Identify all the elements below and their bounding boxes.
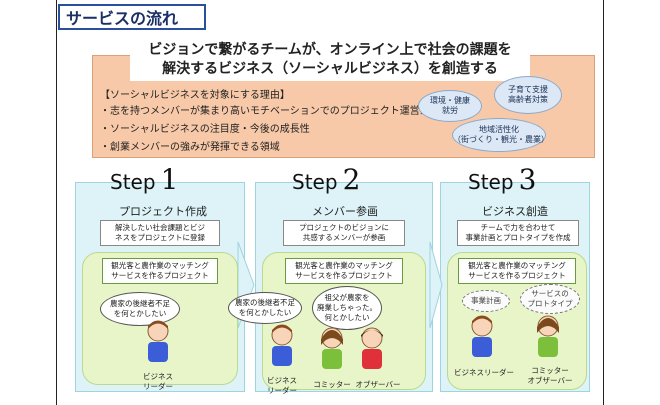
step-number: 3: [518, 163, 537, 196]
role-label: ビジネス リーダー: [143, 372, 173, 391]
reason-item: ・志を持つメンバーが集まり高いモチベーションでのプロジェクト運営が可能: [100, 106, 450, 117]
cloud-environment: 環境・健康 就労: [418, 90, 482, 122]
step-number: 1: [160, 163, 179, 196]
step-1-label: Step 1: [110, 163, 178, 196]
step-1-subtitle: プロジェクト作成: [119, 205, 207, 218]
person-icon: [537, 315, 559, 357]
role-label: コミッター オブザーバー: [527, 366, 573, 385]
headline-line-2: 解決するビジネス（ソーシャルビジネス）を創造する: [162, 61, 498, 77]
speech-bubble: 祖父が農家を 廃業しちゃった。 何とかしたい: [312, 286, 382, 330]
speech-bubble: 農家の後継者不足 を何とかしたい: [100, 292, 180, 326]
arrow-right-icon: [429, 241, 443, 329]
step-word: Step: [110, 170, 156, 194]
cloud-childcare: 子育て支援 高齢者対策: [494, 76, 562, 114]
person-icon: [147, 320, 169, 362]
role-label: ビジネス リーダー: [267, 376, 297, 395]
step-word: Step: [468, 170, 514, 194]
project-tag: 観光客と農作業のマッチング サービスを作るプロジェクト: [458, 258, 576, 284]
thought-bubble: 事業計画: [462, 290, 510, 312]
step-number: 2: [342, 163, 361, 196]
cloud-regional: 地域活性化 （街づくり・観光・農業）: [452, 118, 549, 152]
reason-item: ・ソーシャルビジネスの注目度・今後の成長性: [100, 124, 310, 135]
step-word: Step: [292, 170, 338, 194]
role-label: コミッター: [313, 380, 351, 389]
person-icon: [321, 327, 343, 369]
person-icon: [271, 324, 293, 366]
person-icon: [361, 327, 383, 369]
role-label: オブザーバー: [355, 380, 401, 389]
left-frame-line: [56, 0, 57, 405]
thought-bubble: サービスの プロトタイプ: [520, 284, 580, 314]
speech-bubble: 農家の後継者不足 を何とかしたい: [228, 292, 302, 324]
reason-item: ・創業メンバーの強みが発揮できる領域: [100, 142, 280, 153]
step-2-note: プロジェクトのビジョンに 共感するメンバーが参画: [283, 220, 405, 246]
step-2-subtitle: メンバー参画: [312, 205, 378, 218]
reasons-heading: 【ソーシャルビジネスを対象にする理由】: [100, 90, 290, 101]
headline-line-1: ビジョンで繋がるチームが、オンライン上で社会の課題を: [148, 42, 512, 58]
project-tag: 観光客と農作業のマッチング サービスを作るプロジェクト: [102, 258, 218, 284]
step-3-subtitle: ビジネス創造: [482, 205, 548, 218]
step-3-label: Step 3: [468, 163, 536, 196]
step-2-label: Step 2: [292, 163, 360, 196]
step-3-note: チームで力を合わせて 事業計画とプロトタイプを作成: [457, 220, 579, 246]
role-label: ビジネスリーダー: [454, 368, 514, 377]
project-tag: 観光客と農作業のマッチング サービスを作るプロジェクト: [285, 258, 403, 284]
page-title: サービスの流れ: [58, 4, 206, 30]
headline: ビジョンで繋がるチームが、オンライン上で社会の課題を 解決するビジネス（ソーシャ…: [130, 39, 530, 81]
step-1-note: 解決したい社会課題とビジ ネスをプロジェクトに登録: [100, 220, 220, 246]
right-frame-line: [603, 0, 604, 405]
person-icon: [471, 315, 493, 357]
